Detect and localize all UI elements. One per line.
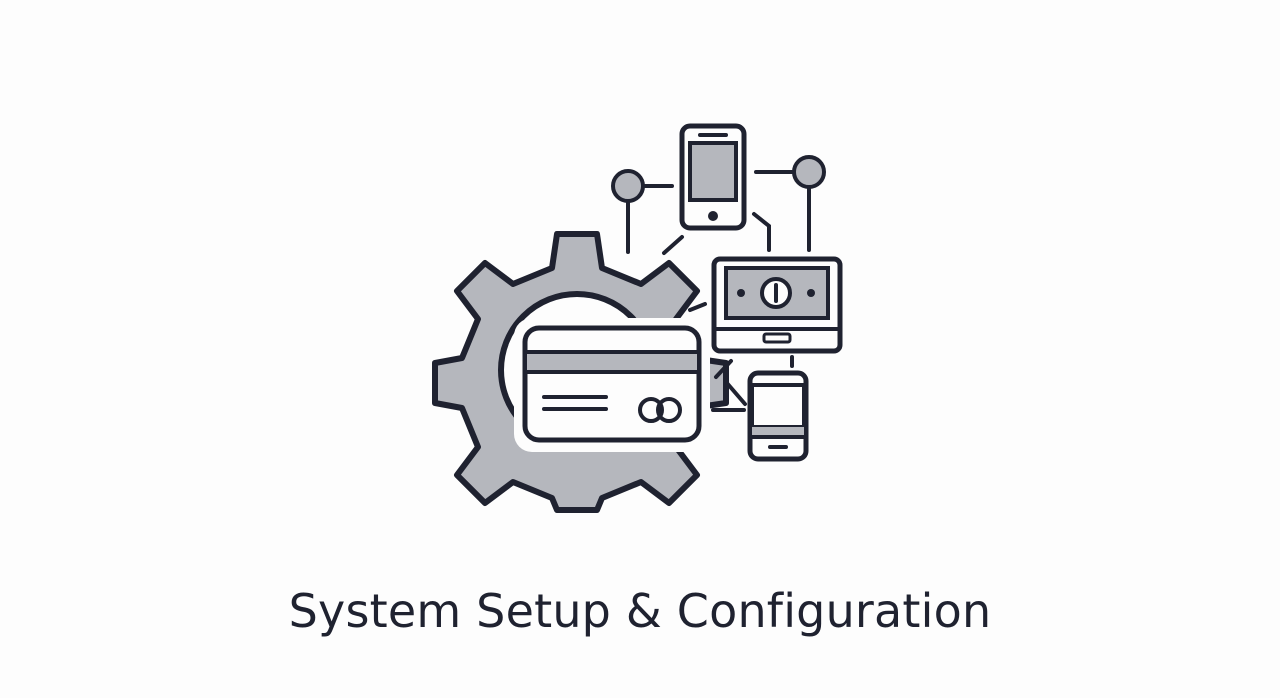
mobile-device-icon xyxy=(747,370,809,462)
smartphone-icon xyxy=(679,123,747,231)
credit-card-icon xyxy=(514,318,710,452)
payment-terminal-icon xyxy=(711,256,843,354)
node-right xyxy=(792,155,826,189)
node-left xyxy=(611,169,645,203)
network-node-icon xyxy=(626,170,811,412)
setup-illustration xyxy=(432,123,843,513)
caption-title: System Setup & Configuration xyxy=(288,584,992,638)
